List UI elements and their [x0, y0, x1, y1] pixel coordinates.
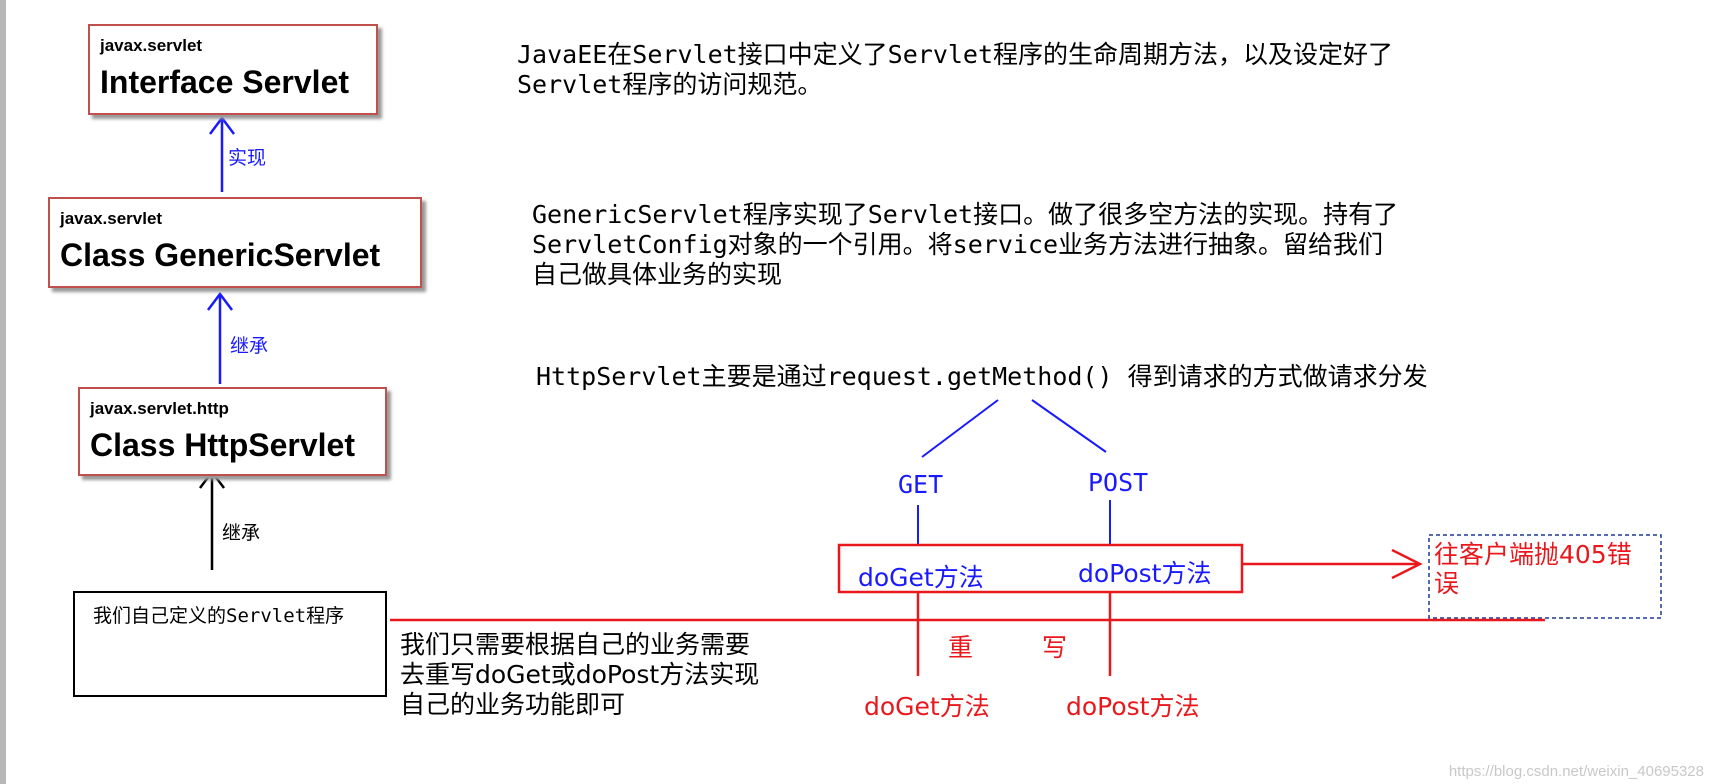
- generic-package: javax.servlet: [60, 209, 163, 228]
- override-label-left: 重: [948, 633, 974, 662]
- implement-label: 实现: [228, 147, 267, 169]
- http-package: javax.servlet.http: [90, 399, 229, 418]
- branch-get-line: [921, 399, 999, 458]
- servlet-description: JavaEE在Servlet接口中定义了Servlet程序的生命周期方法，以及设…: [517, 40, 1394, 99]
- http-name: Class HttpServlet: [90, 427, 355, 463]
- interface-servlet-box: javax.servlet Interface Servlet: [88, 24, 378, 115]
- servlet-name: Interface Servlet: [100, 64, 350, 100]
- dopost-box-label: doPost方法: [1078, 559, 1212, 588]
- error-label: 往客户端抛405错 误: [1434, 540, 1632, 598]
- watermark: https://blog.csdn.net/weixin_40695328: [1448, 763, 1704, 780]
- inherit-label-1: 继承: [230, 335, 269, 357]
- http-servlet-box: javax.servlet.http Class HttpServlet: [78, 387, 387, 476]
- doget-box-label: doGet方法: [858, 563, 984, 592]
- generic-description: GenericServlet程序实现了Servlet接口。做了很多空方法的实现。…: [532, 200, 1399, 289]
- branch-post-line: [1031, 399, 1107, 453]
- left-border: [0, 0, 6, 784]
- custom-servlet-text: 我们自己定义的Servlet程序: [93, 605, 345, 627]
- doget-override-label: doGet方法: [864, 692, 990, 721]
- method-box: [837, 543, 1244, 594]
- error-box: [1428, 534, 1662, 619]
- custom-servlet-box: 我们自己定义的Servlet程序: [73, 591, 387, 697]
- post-label: POST: [1088, 468, 1149, 497]
- generic-servlet-box: javax.servlet Class GenericServlet: [48, 197, 422, 288]
- dopost-override-label: doPost方法: [1066, 692, 1200, 721]
- override-label-right: 写: [1042, 633, 1068, 662]
- servlet-package: javax.servlet: [100, 36, 203, 55]
- http-description: HttpServlet主要是通过request.getMethod() 得到请求…: [536, 362, 1428, 391]
- custom-description: 我们只需要根据自己的业务需要 去重写doGet或doPost方法实现 自己的业务…: [400, 630, 760, 719]
- generic-name: Class GenericServlet: [60, 237, 381, 273]
- get-label: GET: [898, 470, 944, 499]
- inherit-label-2: 继承: [222, 522, 261, 544]
